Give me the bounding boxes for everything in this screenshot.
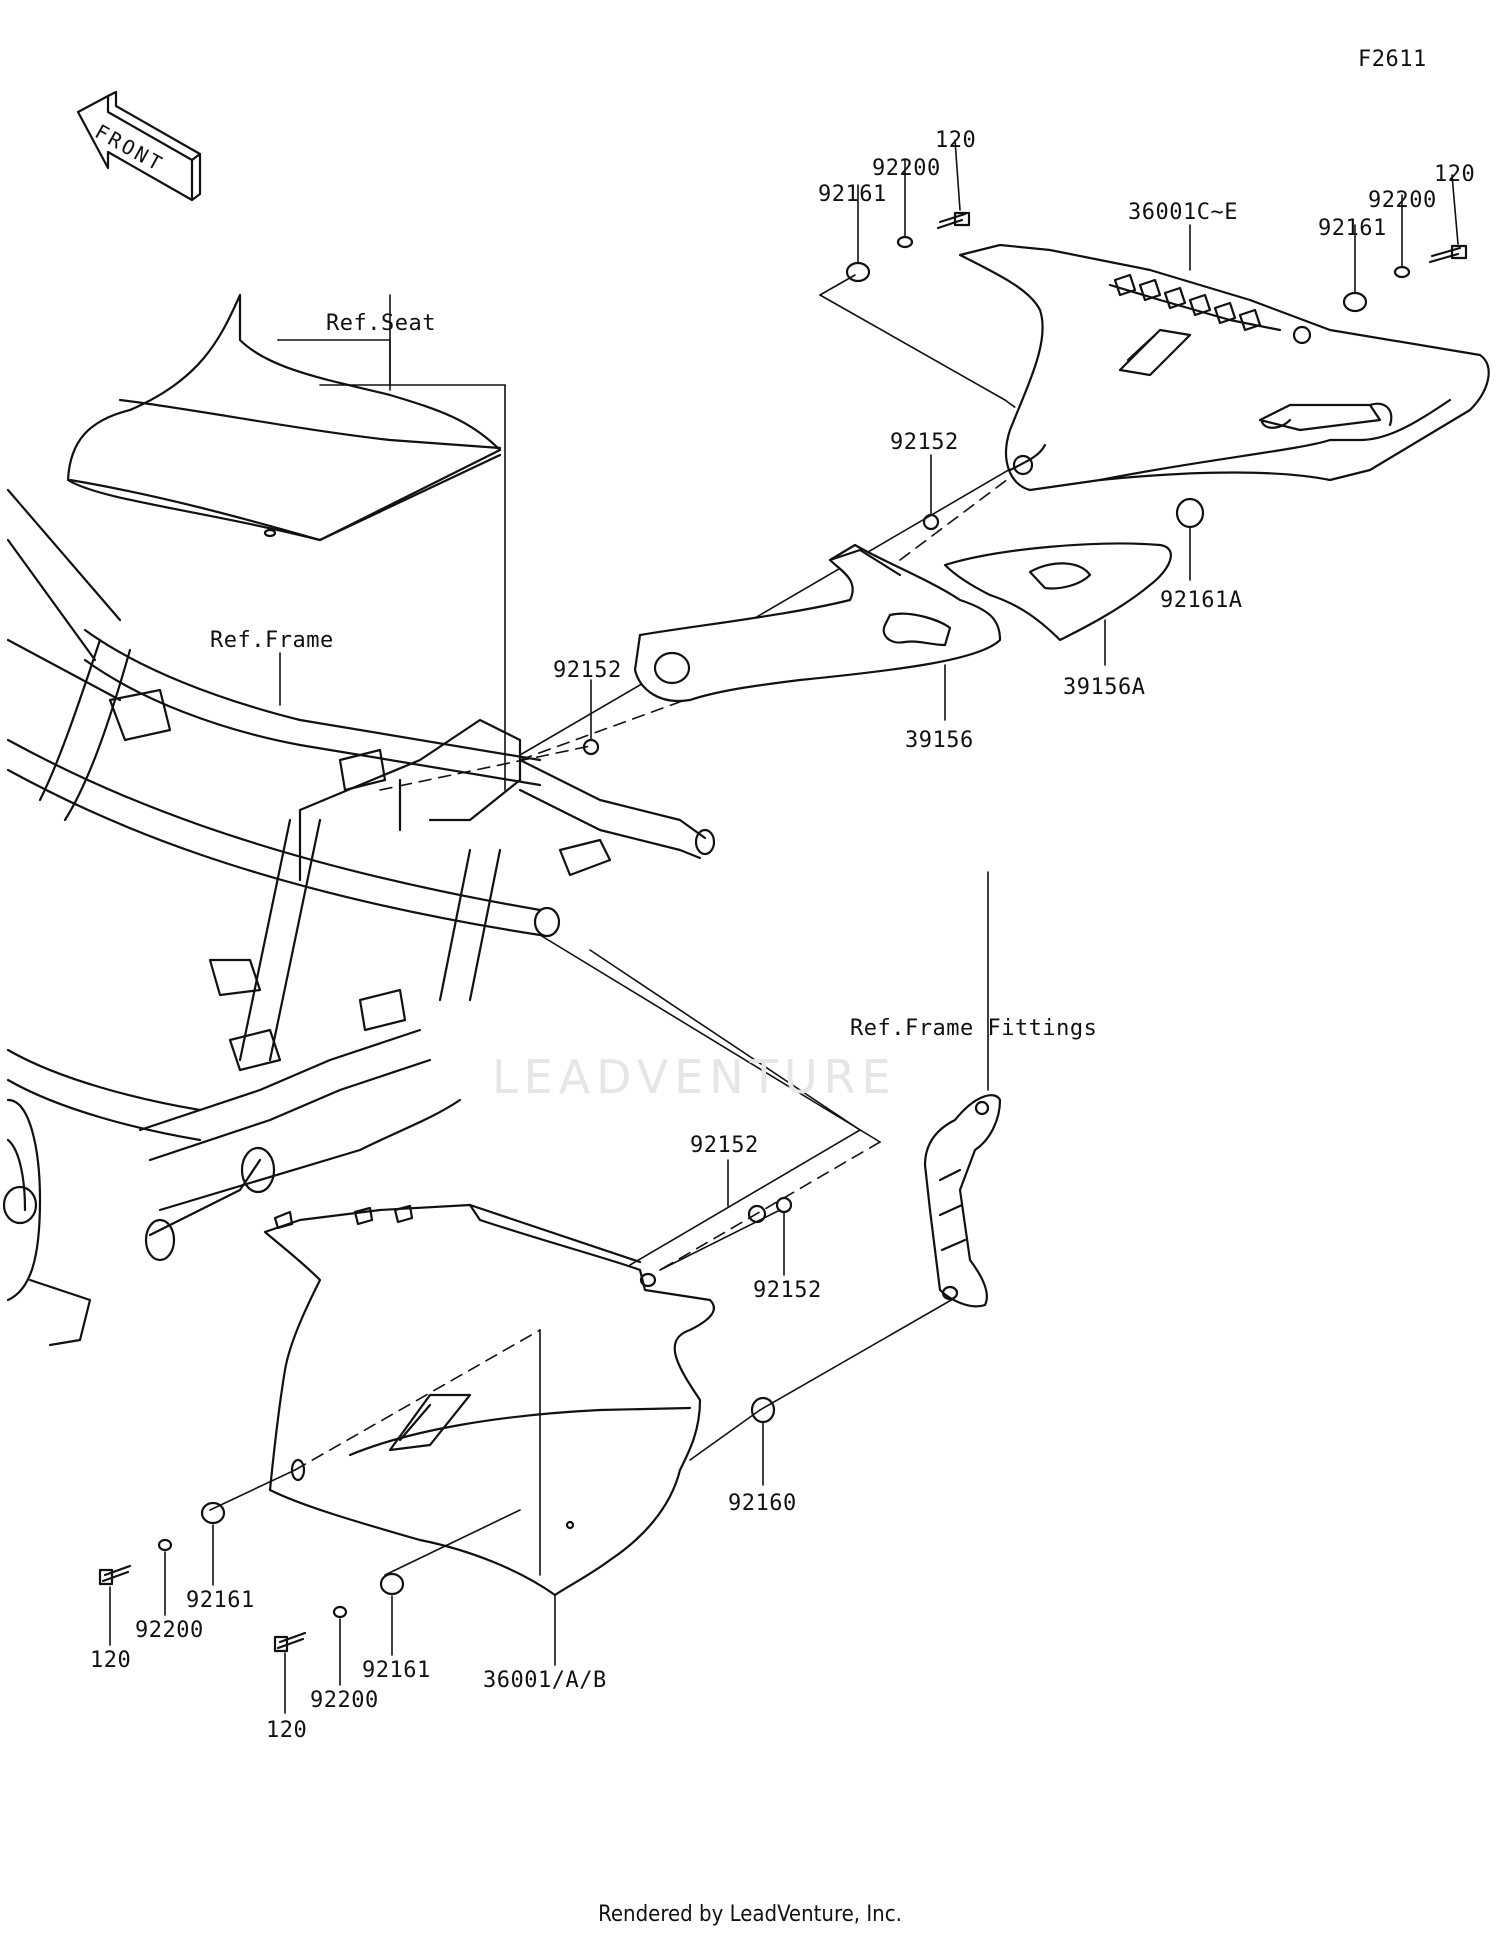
frame-outline	[2, 488, 716, 1347]
callout-pad-a: 39156A	[1063, 675, 1146, 700]
front-arrow-icon	[76, 90, 202, 202]
callout-lower-clip-b: 92152	[753, 1278, 822, 1303]
ref-frame-fittings-label: Ref.Frame Fittings	[850, 1016, 1098, 1041]
footer-credit: Rendered by LeadVenture, Inc.	[598, 1902, 902, 1927]
callout-upper-bolt-a: 120	[935, 128, 977, 153]
lower-side-cover	[263, 1203, 715, 1597]
pad-39156a	[943, 542, 1172, 642]
frame-fitting	[923, 1094, 1002, 1308]
callout-lower-washer-a: 92200	[135, 1618, 204, 1643]
callout-lower-cover: 36001/A/B	[483, 1668, 607, 1693]
lower-hardware	[98, 1196, 793, 1653]
callout-lower-bolt-a: 120	[90, 1648, 132, 1673]
callout-lower-grommet-b: 92161	[362, 1658, 431, 1683]
figure-code: F2611	[1358, 47, 1427, 72]
upper-side-cover	[958, 243, 1490, 492]
callout-upper-washer-a: 92200	[872, 156, 941, 181]
callout-upper-clip-b: 92152	[553, 658, 622, 683]
callout-upper-grommet-a: 92161	[818, 182, 887, 207]
watermark: LEADVENTURE	[492, 1050, 897, 1104]
pad-39156	[633, 543, 1002, 703]
callout-lower-bolt-b: 120	[266, 1718, 308, 1743]
callout-lower-washer-b: 92200	[310, 1688, 379, 1713]
callout-upper-cover: 36001C~E	[1128, 200, 1238, 225]
upper-hardware	[582, 211, 1468, 756]
callout-lower-clip-a: 92152	[690, 1133, 759, 1158]
callout-upper-grommet-c: 92161A	[1160, 588, 1243, 613]
callout-lower-grommet: 92160	[728, 1491, 797, 1516]
callout-pad-b: 39156	[905, 728, 974, 753]
callout-upper-clip-a: 92152	[890, 430, 959, 455]
callout-upper-washer-b: 92200	[1368, 188, 1437, 213]
seat-outline	[66, 293, 502, 542]
callout-upper-bolt-b: 120	[1434, 162, 1476, 187]
callout-lower-grommet-a: 92161	[186, 1588, 255, 1613]
ref-frame-label: Ref.Frame	[210, 628, 334, 653]
ref-seat-label: Ref.Seat	[326, 311, 436, 336]
callout-upper-grommet-b: 92161	[1318, 216, 1387, 241]
